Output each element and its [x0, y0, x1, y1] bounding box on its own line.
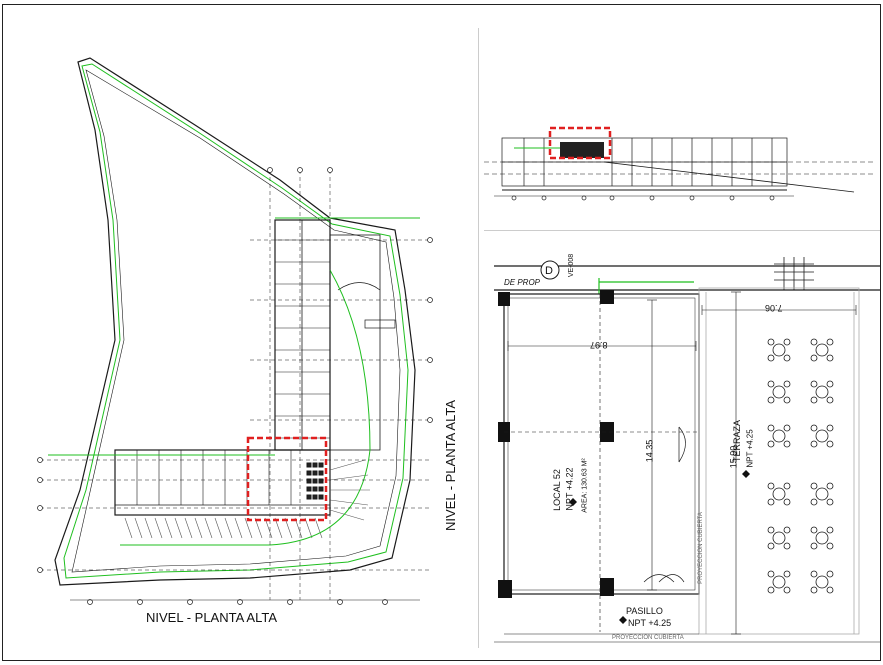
dim-width-left: 8.97 [590, 340, 608, 350]
main-plan-side-title: NIVEL - PLANTA ALTA [443, 399, 459, 532]
tag-code: VE-008 [568, 253, 576, 278]
lot-outline-green [63, 63, 409, 579]
main-plan-panel [20, 40, 460, 640]
local-npt: NPT +4.22 [564, 467, 575, 511]
terraza-name: TERRAZA [732, 419, 743, 463]
main-plan-title: NIVEL - PLANTA ALTA [146, 610, 278, 625]
local-name: LOCAL 52 [551, 469, 562, 511]
main-plan-drawing [37, 57, 433, 605]
local-area: AREA: 130.63 M² [581, 458, 589, 513]
pasillo-name: PASILLO [626, 606, 663, 616]
highlight-box-main [246, 436, 328, 522]
terraza-npt: NPT +4.25 [745, 429, 755, 468]
sheet-left-border [2, 4, 3, 661]
pasillo-npt: NPT +4.25 [628, 618, 672, 628]
highlight-box-section [548, 126, 612, 160]
tag-letter: D [545, 265, 553, 277]
proyeccion-horizontal: PROYECCION CUBIERTA [612, 635, 684, 641]
lot-outline [54, 57, 416, 586]
sheet-right-border [880, 4, 881, 661]
sheet-top-border [2, 4, 881, 5]
proyeccion-vertical: PROYECCION CUBIERTA [697, 512, 704, 584]
section-panel [484, 118, 874, 210]
dim-width-right: 7.06 [765, 303, 783, 313]
vertical-wing [274, 219, 396, 451]
right-divider [484, 230, 880, 231]
lot-outline-inner [71, 69, 401, 573]
detail-panel: D [484, 252, 880, 656]
panel-divider [478, 28, 479, 648]
detail-drawing: D [494, 257, 880, 643]
top-fragment: DE PROP [504, 278, 541, 287]
sheet-bottom-border [2, 660, 881, 661]
horizontal-wing [114, 449, 370, 539]
dim-height-left: 14.35 [644, 439, 655, 463]
terraza-tables [767, 338, 834, 594]
section-drawing [484, 126, 874, 201]
